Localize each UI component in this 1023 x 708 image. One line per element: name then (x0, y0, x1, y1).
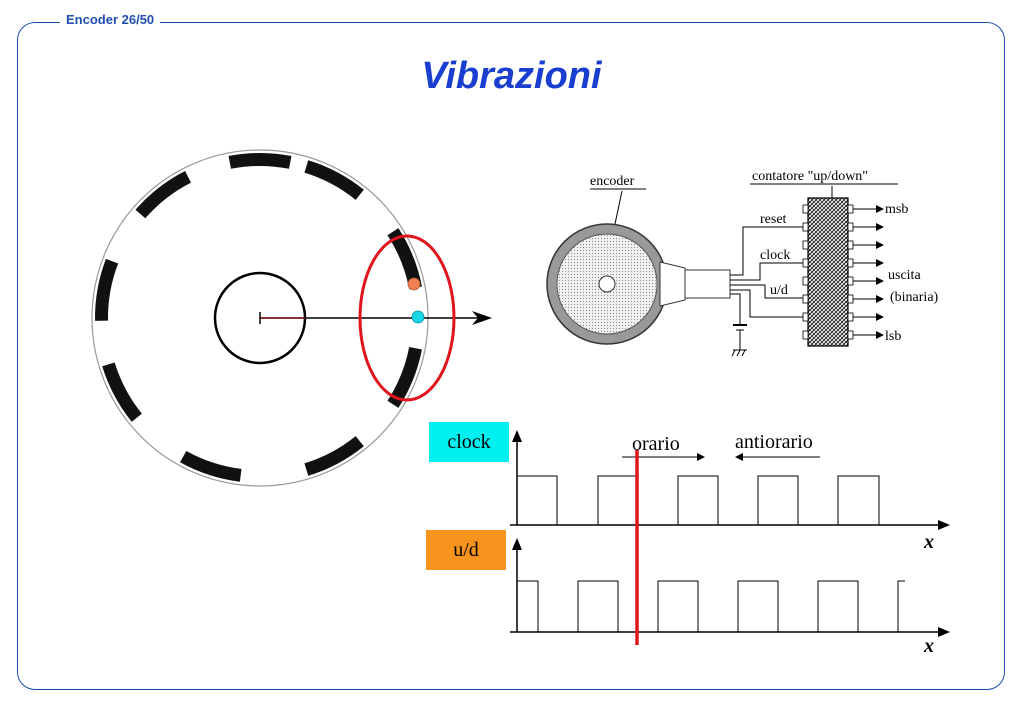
highlight-ellipse (358, 234, 456, 402)
ud-x-label: x (923, 635, 934, 657)
chip-output-arrowhead (876, 223, 884, 231)
counter-label: contatore "up/down" (752, 169, 868, 184)
direction-ccw-arrowhead (735, 453, 743, 461)
chip-output-arrowhead (876, 277, 884, 285)
disk-slot (304, 436, 364, 476)
slide-title: Vibrazioni (421, 55, 602, 97)
disk-slot (102, 362, 142, 422)
sensor-dot-orange (407, 277, 421, 291)
slide-header: Encoder 26/50 (60, 12, 161, 27)
direction-ccw-label: antiorario (735, 431, 813, 453)
disk-slot (95, 258, 119, 321)
circuit-schematic: encoder reset clock u/d contatore "up/do… (546, 169, 939, 357)
chip-input-pin (802, 258, 809, 268)
chip-output-pin (847, 276, 854, 286)
timing-diagram: x x orario antiorario (510, 430, 950, 657)
disk-slot (304, 160, 364, 200)
chip-output-arrowhead (876, 331, 884, 339)
disk-slot (135, 170, 191, 219)
output-lsb-label: lsb (885, 329, 901, 344)
chip-input-pin (802, 204, 809, 214)
input-reset-label: reset (760, 212, 787, 227)
chip-output-pin (847, 204, 854, 214)
disk-slot (228, 153, 292, 169)
chip-output-arrowhead (876, 241, 884, 249)
chip-output-arrowhead (876, 295, 884, 303)
ud-waveform (516, 580, 905, 633)
encoder-connector (684, 269, 731, 299)
chip-input-pin (802, 330, 809, 340)
input-ud-label: u/d (770, 283, 788, 298)
encoder-label-leader (614, 190, 623, 225)
disk-slot (387, 228, 422, 289)
clock-y-arrowhead (512, 430, 522, 442)
encoder-label: encoder (590, 174, 635, 189)
ud-x-arrowhead (938, 627, 950, 637)
disk-slot (180, 450, 242, 482)
encoder-disk (91, 149, 492, 487)
clock-waveform (516, 475, 900, 526)
chip-output-arrowhead (876, 205, 884, 213)
direction-cw-arrowhead (697, 453, 705, 461)
output-uscita-label: uscita (888, 268, 921, 283)
chip-output-pin (847, 240, 854, 250)
disk-slot (387, 347, 422, 408)
encoder-neck (659, 261, 686, 307)
chip-output-pin (847, 312, 854, 322)
chip-input-pin (802, 240, 809, 250)
chip-input-pin (802, 312, 809, 322)
chip-output-arrowhead (876, 313, 884, 321)
chip-output-pin (847, 258, 854, 268)
counter-chip (807, 197, 849, 347)
sensor-dot-cyan (411, 310, 425, 324)
ud-y-arrowhead (512, 538, 522, 550)
chip-input-pin (802, 276, 809, 286)
chip-output-pin (847, 294, 854, 304)
chip-input-pin (802, 222, 809, 232)
ud-badge: u/d (426, 530, 506, 570)
radius-arrowhead (472, 311, 492, 325)
chip-output-pin (847, 222, 854, 232)
clock-x-arrowhead (938, 520, 950, 530)
clock-badge: clock (429, 422, 509, 462)
input-clock-label: clock (760, 248, 790, 263)
clock-x-label: x (923, 531, 934, 553)
disk-slots (95, 153, 422, 482)
chip-input-pin (802, 294, 809, 304)
direction-cw-label: orario (632, 433, 680, 455)
counter-pins (802, 204, 884, 340)
chip-output-arrowhead (876, 259, 884, 267)
encoder-wires (730, 226, 808, 357)
chip-output-pin (847, 330, 854, 340)
encoder-shaft (598, 275, 616, 293)
output-binaria-label: (binaria) (890, 290, 939, 305)
output-msb-label: msb (885, 202, 908, 217)
slide-frame (17, 22, 1005, 690)
